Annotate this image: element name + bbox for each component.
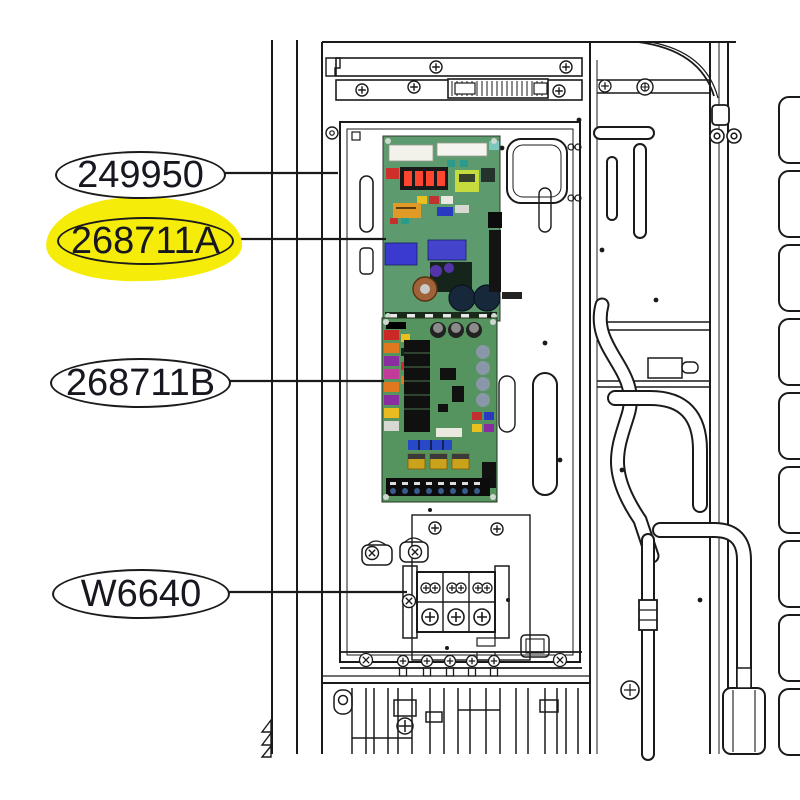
part-callout-268711A[interactable]: 268711A xyxy=(57,217,234,265)
upper-pcb-photo xyxy=(382,135,522,322)
part-number-label: 268711B xyxy=(65,362,216,404)
callout-leader-lines xyxy=(222,171,407,594)
cabinet-left-frame xyxy=(260,40,298,758)
lower-pcb-photo xyxy=(381,317,498,503)
pcb-mounting-panel xyxy=(339,117,582,663)
part-number-label: 268711A xyxy=(70,220,221,262)
part-callout-W6640[interactable]: W6640 xyxy=(52,569,230,619)
bottom-valve-piping xyxy=(333,688,579,754)
side-louver-panel xyxy=(778,96,800,756)
part-number-label: W6640 xyxy=(80,573,202,615)
right-piping-bay xyxy=(592,41,766,761)
electrical-box-frame xyxy=(321,41,736,754)
part-callout-268711B[interactable]: 268711B xyxy=(50,358,231,408)
part-number-label: 249950 xyxy=(77,154,204,196)
terminal-block-assembly xyxy=(361,514,550,661)
electrical-box-bottom-rail xyxy=(322,651,590,677)
part-callout-249950[interactable]: 249950 xyxy=(55,151,226,199)
